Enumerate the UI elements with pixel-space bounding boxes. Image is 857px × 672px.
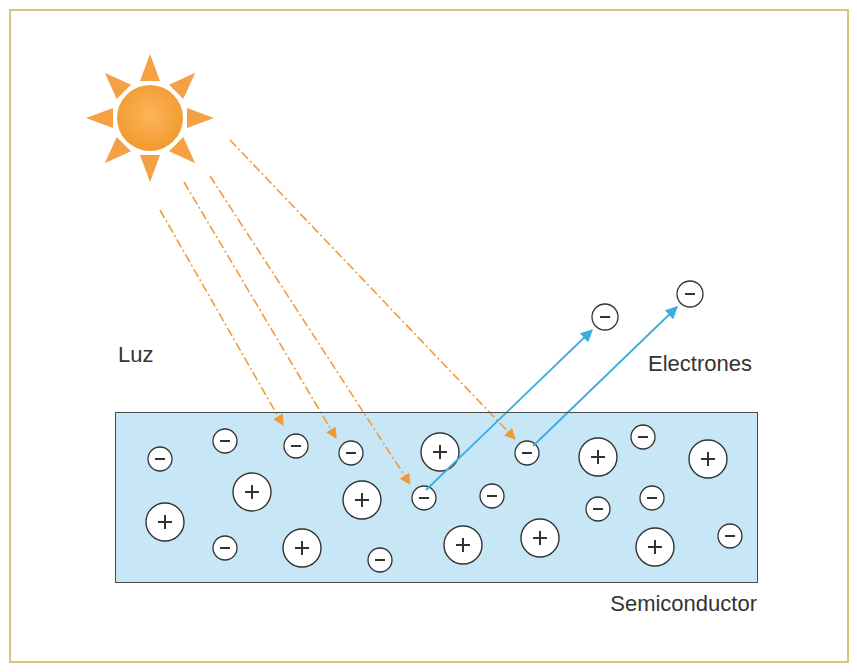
- negative-charge: [586, 497, 610, 521]
- positive-charge: [579, 438, 617, 476]
- negative-charges: [148, 425, 742, 572]
- label-slot: Electrones: [648, 351, 752, 377]
- electron-paths: [426, 307, 677, 490]
- positive-charge: [444, 526, 482, 564]
- semiconductor-fill: [115, 412, 758, 583]
- negative-charge: [148, 447, 172, 471]
- negative-charge: [640, 486, 664, 510]
- text-slot: Semiconductor: [610, 591, 757, 617]
- sun-icon: [86, 54, 214, 182]
- negative-charge: [368, 548, 392, 572]
- light-ray: [210, 176, 410, 484]
- positive-charge: [521, 519, 559, 557]
- label-slot: Luz: [118, 342, 153, 368]
- negative-charge: [480, 484, 504, 508]
- negative-charge: [339, 441, 363, 465]
- semiconductor-slab: Semiconductor: [115, 412, 758, 583]
- electrons-label: Electrones: [648, 351, 752, 377]
- light-ray: [230, 140, 515, 439]
- negative-charge: [213, 536, 237, 560]
- positive-charge: [689, 440, 727, 478]
- electron-path: [426, 330, 592, 490]
- node-label: Semiconductor: [610, 591, 757, 617]
- light-rays: [160, 140, 515, 484]
- positive-charge: [636, 528, 674, 566]
- negative-charge: [213, 429, 237, 453]
- negative-charge: [718, 524, 742, 548]
- free-electron: [677, 281, 703, 307]
- emitted-electrons: [592, 281, 703, 330]
- positive-charge: [283, 529, 321, 567]
- negative-charge: [631, 425, 655, 449]
- light-ray: [184, 182, 336, 438]
- free-electron: [592, 304, 618, 330]
- positive-charge: [343, 481, 381, 519]
- positive-charges: [146, 433, 727, 567]
- light-label: Luz: [118, 342, 153, 368]
- positive-charge: [146, 503, 184, 541]
- positive-charge: [233, 473, 271, 511]
- positive-charge: [421, 433, 459, 471]
- negative-charge: [284, 434, 308, 458]
- negative-charge: [412, 486, 436, 510]
